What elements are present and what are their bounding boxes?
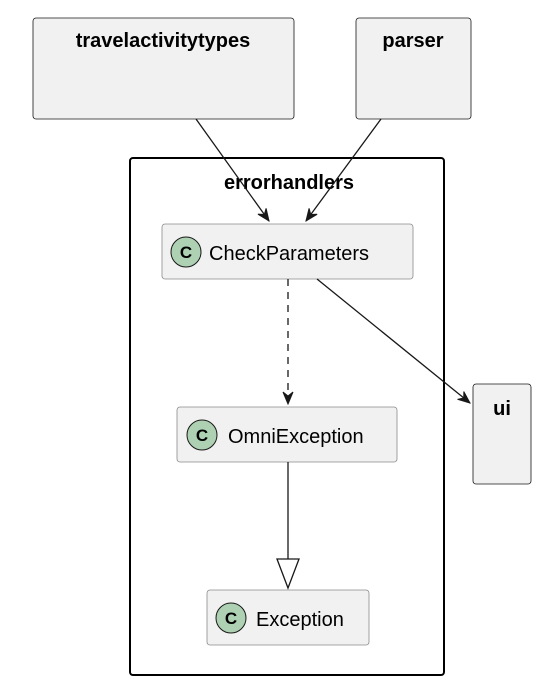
package-errorhandlers-title: errorhandlers	[224, 172, 354, 194]
package-ui[interactable]: ui	[472, 383, 532, 485]
class-check-parameters-name: CheckParameters	[209, 243, 369, 265]
class-check-parameters[interactable]: C CheckParameters	[161, 223, 414, 280]
package-ui-title: ui	[493, 398, 511, 420]
class-exception[interactable]: C Exception	[206, 589, 370, 646]
inheritance-arrow-omniexception-to-exception	[276, 462, 300, 590]
class-badge-icon: C	[170, 236, 202, 268]
svg-text:C: C	[225, 609, 237, 628]
svg-text:C: C	[180, 243, 192, 262]
class-omni-exception-name: OmniException	[228, 426, 364, 448]
dependency-arrow-travelactivitytypes-to-checkparameters	[195, 118, 269, 221]
class-badge-icon: C	[215, 602, 247, 634]
class-exception-name: Exception	[256, 609, 344, 631]
dependency-arrow-parser-to-checkparameters	[306, 118, 382, 221]
package-travelactivitytypes[interactable]: travelactivitytypes	[32, 17, 295, 120]
package-travelactivitytypes-title: travelactivitytypes	[76, 30, 251, 52]
package-parser-title: parser	[382, 30, 443, 52]
svg-text:C: C	[196, 426, 208, 445]
package-parser[interactable]: parser	[355, 17, 472, 120]
class-badge-icon: C	[186, 419, 218, 451]
dependency-arrow-checkparameters-to-ui	[316, 278, 470, 403]
class-omni-exception[interactable]: C OmniException	[176, 406, 398, 463]
